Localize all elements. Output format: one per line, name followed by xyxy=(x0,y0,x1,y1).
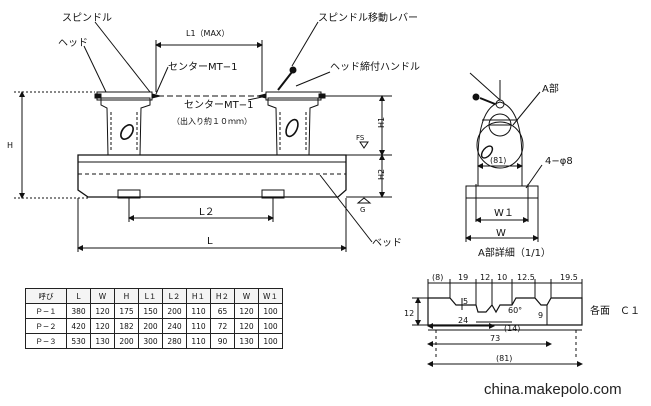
table-cell: 120 xyxy=(90,303,115,319)
col-header: L xyxy=(66,288,91,304)
col-header: L１ xyxy=(138,288,163,304)
label-bed: ベッド xyxy=(372,237,402,249)
dim-73: 73 xyxy=(490,334,500,343)
table-cell: 200 xyxy=(162,303,187,319)
spec-table-header: 呼び L W H L１ L２ H１ H２ W W１ xyxy=(25,288,283,304)
table-cell: Ｐ−１ xyxy=(25,303,67,319)
dim-left-12: 12 xyxy=(404,309,414,318)
dim-angle: 60° xyxy=(508,306,522,315)
table-cell: 110 xyxy=(186,303,211,319)
table-cell: 420 xyxy=(66,318,91,334)
table-cell: 120 xyxy=(234,318,259,334)
table-cell: 130 xyxy=(90,333,115,349)
table-cell: 90 xyxy=(210,333,235,349)
dim-top-0: (8) xyxy=(432,273,443,282)
dim-9: 9 xyxy=(538,311,543,320)
col-header: 呼び xyxy=(25,288,67,304)
col-header: W xyxy=(90,288,115,304)
label-head-handle: ヘッド締付ハンドル xyxy=(330,60,420,73)
col-header: H２ xyxy=(210,288,235,304)
front-view xyxy=(14,21,392,252)
detail-a-labels: A部詳細（1/1） (8) 19 12 10 12.5 19.5 12 5 60… xyxy=(404,246,640,363)
table-cell: 300 xyxy=(138,333,163,349)
table-cell: 380 xyxy=(66,303,91,319)
table-cell: 182 xyxy=(114,318,139,334)
dim-14: (14) xyxy=(504,324,520,333)
table-cell: 120 xyxy=(234,303,259,319)
col-header: L２ xyxy=(162,288,187,304)
table-cell: 100 xyxy=(258,333,283,349)
table-cell: 65 xyxy=(210,303,235,319)
table-cell: Ｐ−３ xyxy=(25,333,67,349)
table-cell: 240 xyxy=(162,318,187,334)
label-part-a: A部 xyxy=(542,82,559,95)
table-cell: 280 xyxy=(162,333,187,349)
label-g: G xyxy=(360,206,365,214)
dim-5: 5 xyxy=(463,297,468,306)
right-head xyxy=(257,66,326,156)
label-each-face: 各面 Ｃ１ xyxy=(590,304,640,317)
detail-title: A部詳細（1/1） xyxy=(478,246,551,259)
side-view-labels: A部 (81) 4−φ8 W１ W xyxy=(490,82,573,239)
label-fs: FS xyxy=(356,134,365,142)
dim-81: (81) xyxy=(496,354,512,363)
label-l1max: L1（MAX） xyxy=(186,29,229,38)
side-view xyxy=(465,72,543,242)
dim-h: H xyxy=(7,141,13,150)
table-cell: 530 xyxy=(66,333,91,349)
label-spindle: スピンドル xyxy=(62,12,112,24)
dim-top-4: 12.5 xyxy=(517,273,535,282)
table-cell: 100 xyxy=(258,318,283,334)
label-spindle-lever: スピンドル移動レバー xyxy=(318,11,418,24)
dim-top-3: 10 xyxy=(497,273,507,282)
dim-top-2: 12 xyxy=(480,273,490,282)
table-cell: 175 xyxy=(114,303,139,319)
dim-h2: H2 xyxy=(377,169,386,180)
label-head: ヘッド xyxy=(58,38,88,49)
table-cell: 130 xyxy=(234,333,259,349)
col-header: W xyxy=(234,288,259,304)
table-cell: 110 xyxy=(186,318,211,334)
dim-h1: H1 xyxy=(377,117,386,128)
table-cell: 200 xyxy=(138,318,163,334)
dim-24: 24 xyxy=(458,316,468,325)
label-holes: 4−φ8 xyxy=(545,156,573,167)
label-center-b: センターMT−1 xyxy=(184,99,253,111)
dim-81-side: (81) xyxy=(490,156,506,165)
dim-w: W xyxy=(496,228,506,239)
detail-a xyxy=(412,279,583,367)
table-cell: 120 xyxy=(90,318,115,334)
col-header: H xyxy=(114,288,139,304)
table-cell: 110 xyxy=(186,333,211,349)
dim-top-1: 19 xyxy=(458,273,468,282)
table-cell: 150 xyxy=(138,303,163,319)
table-cell: 72 xyxy=(210,318,235,334)
table-cell: Ｐ−２ xyxy=(25,318,67,334)
dim-l2: L２ xyxy=(199,207,215,218)
left-head xyxy=(94,91,161,156)
watermark: china.makepolo.com xyxy=(484,381,622,398)
label-center-a: センターMT−1 xyxy=(168,61,237,73)
table-cell: 100 xyxy=(258,303,283,319)
front-view-labels: スピンドル ヘッド L1（MAX） スピンドル移動レバー センターMT−1 セン… xyxy=(7,11,420,249)
col-header: W１ xyxy=(258,288,283,304)
table-row: Ｐ−２ 420 120 182 200 240 110 72 120 100 xyxy=(25,318,283,334)
label-protrusion: （出入り約１０ｍｍ） xyxy=(172,116,252,126)
table-row: Ｐ−１ 380 120 175 150 200 110 65 120 100 xyxy=(25,303,283,319)
table-cell: 200 xyxy=(114,333,139,349)
dim-w1: W１ xyxy=(494,208,514,219)
spec-table: 呼び L W H L１ L２ H１ H２ W W１ Ｐ−１ 380 120 17… xyxy=(25,288,283,349)
col-header: H１ xyxy=(186,288,211,304)
table-row: Ｐ−３ 530 130 200 300 280 110 90 130 100 xyxy=(25,333,283,349)
dim-top-5: 19.5 xyxy=(560,273,578,282)
dim-l: L xyxy=(207,236,213,247)
